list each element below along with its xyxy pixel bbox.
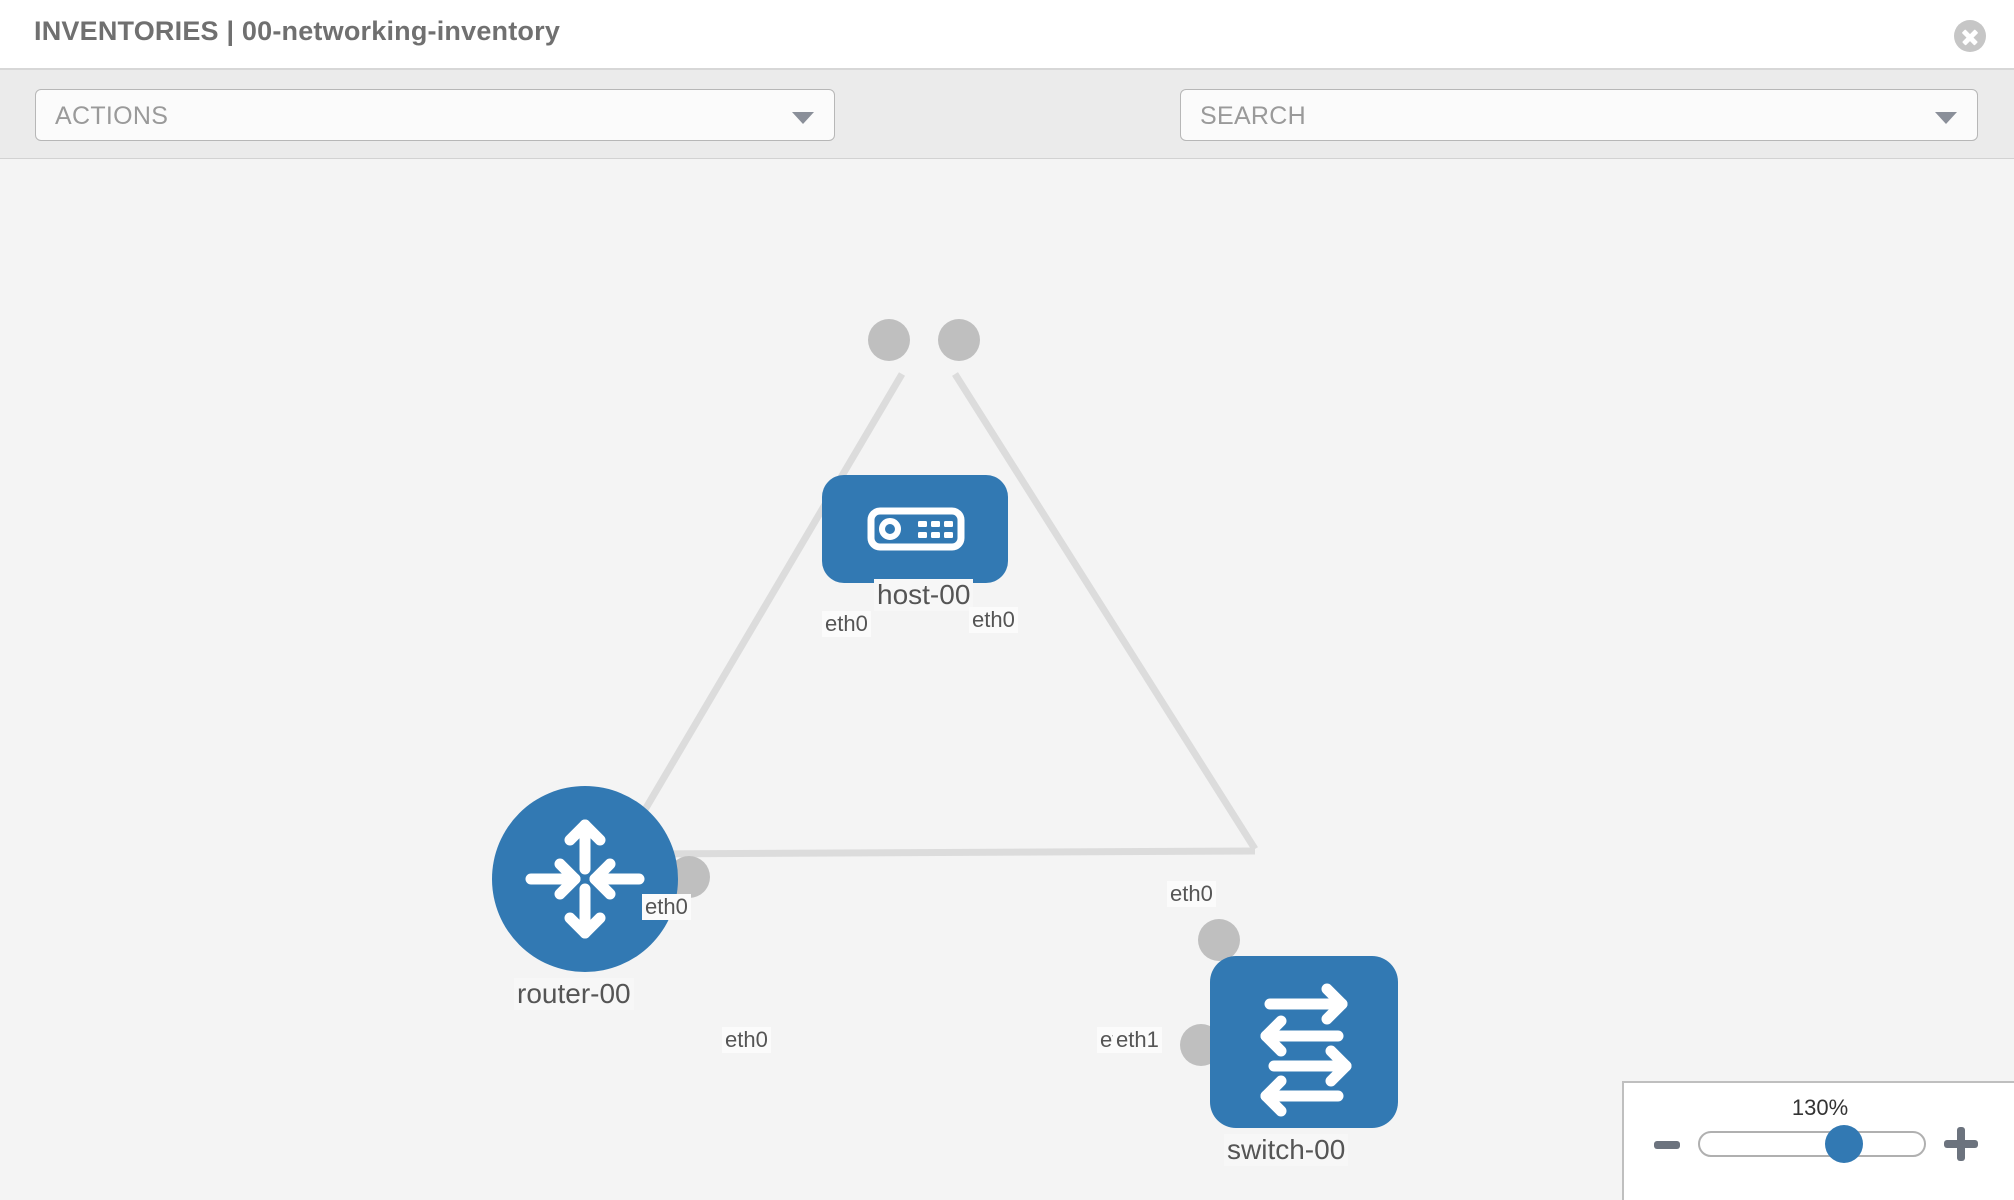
switch-arrows-icon [1260,983,1352,1117]
edge-label: eth0 [722,1027,771,1053]
search-placeholder: SEARCH [1200,102,1306,130]
zoom-slider-track[interactable] [1698,1125,1926,1163]
edge-label: eth0 [822,611,871,637]
node-label-router-00: router-00 [514,978,634,1010]
topology-canvas[interactable]: host-00 [0,159,2014,1200]
chevron-down-icon [1935,112,1957,124]
zoom-out-button[interactable] [1654,1141,1680,1149]
port-host-right[interactable] [938,319,980,361]
edge-label: eth0 [642,894,691,920]
topology-links [606,372,1258,871]
zoom-control-panel: 130% [1622,1081,2014,1200]
edge-label: eth0 [1167,881,1216,907]
node-label-host-00: host-00 [874,579,974,611]
actions-dropdown-label: ACTIONS [55,102,169,130]
close-icon[interactable] [1954,20,1986,52]
port-switch-top[interactable] [1198,919,1240,961]
node-label-switch-00: switch-00 [1224,1134,1349,1166]
edge-label: eth0 [969,607,1018,633]
edge-label: eth1 [1113,1027,1162,1053]
search-input[interactable]: SEARCH [1180,89,1978,141]
port-host-left[interactable] [868,319,910,361]
zoom-slider-thumb[interactable] [1825,1125,1863,1163]
topology-graph: host-00 [0,159,2014,1200]
link-host-switch [952,372,1258,851]
zoom-in-button[interactable] [1944,1127,1978,1161]
toolbar: ACTIONS SEARCH [0,70,2014,201]
chevron-down-icon [792,112,814,124]
server-icon [867,507,965,551]
zoom-percent-label: 130% [1791,1095,1849,1120]
router-arrows-icon [525,819,645,939]
page-header: INVENTORIES | 00-networking-inventory [0,0,2014,70]
actions-dropdown[interactable]: ACTIONS [35,89,835,141]
page-title: INVENTORIES | 00-networking-inventory [34,16,561,46]
link-router-switch [639,847,1256,858]
link-host-router [606,372,906,871]
